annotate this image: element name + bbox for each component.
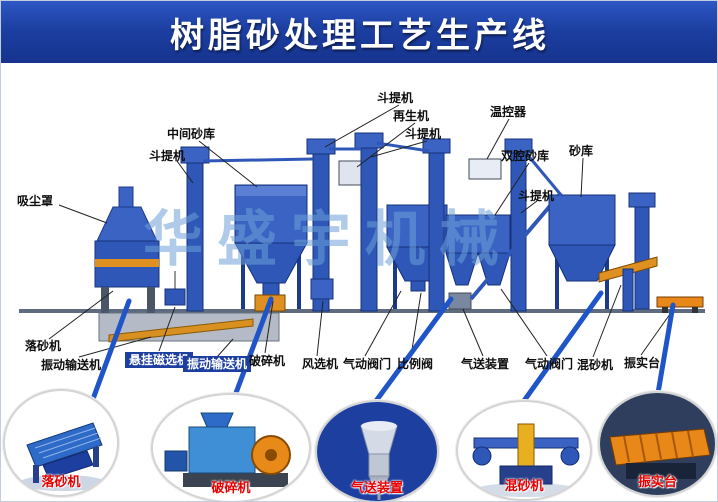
bucket-elevator-5 (504, 138, 533, 312)
bucket-elevator-3 (354, 132, 384, 312)
double-chamber-silo (445, 214, 511, 286)
callout-shakeout: 落砂机 (3, 389, 119, 497)
label-shakeout: 落砂机 (25, 339, 62, 353)
label-vibrating-conveyor-1: 振动输送机 (41, 358, 102, 372)
bucket-elevator-2 (306, 138, 336, 312)
callout-pneumatic-conveyor: 气送装置 (315, 400, 439, 501)
label-crusher: 破碎机 (249, 354, 286, 368)
sand-mixer-photo (472, 423, 580, 497)
sand-silo (548, 194, 616, 309)
label-sand-mixer: 混砂机 (577, 358, 614, 372)
bucket-elevator-1 (180, 146, 210, 312)
label-double-chamber-silo: 双腔砂库 (501, 149, 550, 163)
label-bucket-elevator-2: 斗提机 (377, 91, 414, 105)
pneumatic-conveyor-photo (317, 402, 437, 501)
label-dust-hood: 吸尘罩 (17, 194, 54, 208)
compaction-table-photo (600, 393, 715, 495)
label-bucket-elevator-3: 斗提机 (405, 127, 442, 141)
label-regenerator: 再生机 (393, 109, 430, 123)
magnetic-separator-unit (164, 271, 186, 306)
label-bucket-elevator-1: 斗提机 (149, 149, 186, 163)
label-air-separator: 风选机 (302, 357, 339, 371)
callout-label-compaction-table: 振实台 (637, 474, 677, 489)
label-thermostat: 温控器 (490, 105, 527, 119)
callout-sand-mixer: 混砂机 (456, 400, 592, 501)
crusher-photo (164, 412, 291, 487)
label-vibrating-conveyor-2: 振动输送机 (183, 356, 252, 372)
callout-label-crusher: 破碎机 (211, 480, 251, 495)
bucket-elevator-6 (628, 192, 656, 310)
oval-connector-lines (90, 290, 676, 408)
air-separator-unit (310, 278, 334, 300)
shakeout-photo (19, 422, 107, 491)
label-intermediate-sand-silo: 中间砂库 (167, 127, 216, 141)
sand-mixer-unit (598, 256, 658, 312)
label-sand-silo: 砂库 (569, 144, 594, 158)
pipes (202, 141, 563, 196)
label-compaction-table: 振实台 (624, 356, 661, 370)
title-banner: 树脂砂处理工艺生产线 (1, 1, 717, 63)
pneumatic-conveyor-unit (448, 191, 563, 310)
page-title: 树脂砂处理工艺生产线 (170, 16, 550, 55)
label-pneumatic-conveyor: 气送装置 (461, 357, 510, 371)
callout-label-shakeout: 落砂机 (41, 474, 81, 489)
compaction-table-unit (656, 296, 704, 313)
intermediate-sand-silo (234, 184, 308, 312)
callout-crusher: 破碎机 (151, 393, 311, 501)
label-bucket-elevator-4: 斗提机 (518, 189, 555, 203)
callout-compaction-table: 振实台 (598, 391, 717, 497)
bucket-elevator-4 (422, 138, 451, 312)
callout-label-sand-mixer: 混砂机 (504, 478, 544, 493)
label-magnetic-separator: 悬挂磁选机 (125, 352, 194, 368)
label-proportional-valve: 比例阀 (397, 357, 434, 371)
dust-hood-and-shakeout (94, 186, 160, 313)
thermostat-unit (468, 158, 502, 180)
label-pneumatic-valve-1: 气动阀门 (343, 357, 392, 371)
callout-label-pneumatic-conveyor: 气送装置 (350, 480, 403, 495)
label-pneumatic-valve-2: 气动阀门 (525, 357, 574, 371)
